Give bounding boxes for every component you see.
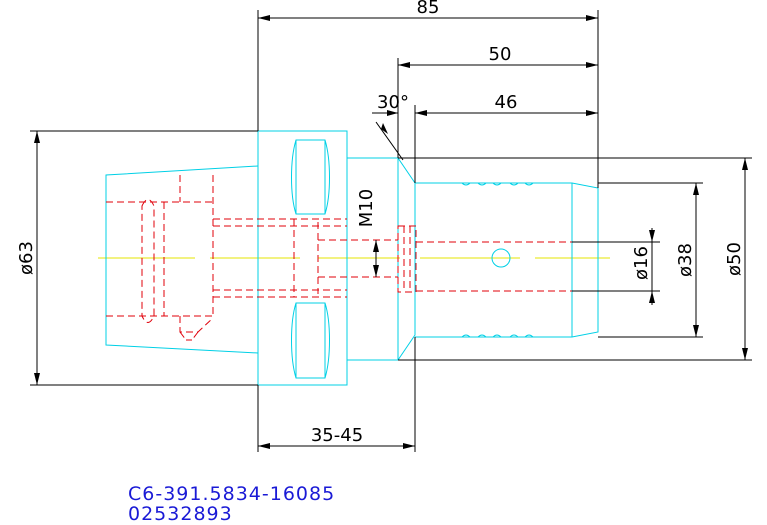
dim-overall-length: 85 <box>417 0 440 18</box>
dim-collar-diameter: ø50 <box>724 242 745 276</box>
hidden-lines <box>106 175 572 341</box>
cross-hole <box>491 248 511 268</box>
dimension-lines <box>30 10 752 452</box>
taper-shank-outline <box>105 165 259 354</box>
part-number: 02532893 <box>128 503 233 525</box>
drive-slot-lower <box>291 302 330 379</box>
collar-outline <box>346 157 416 361</box>
dim-length-46: 46 <box>495 92 518 113</box>
dim-thread: M10 <box>356 189 377 227</box>
dim-adjust-range: 35-45 <box>311 425 363 446</box>
dim-chamfer-angle: 30° <box>377 92 409 113</box>
dim-flange-diameter: ø63 <box>16 241 37 275</box>
front-shank-outline <box>415 182 599 338</box>
drive-slot-upper <box>291 139 330 215</box>
knurl-top <box>461 182 534 186</box>
dim-length-50: 50 <box>489 44 512 65</box>
dim-bore-diameter: ø16 <box>631 246 652 280</box>
dim-shank-diameter: ø38 <box>675 243 696 277</box>
knurl-bottom <box>461 334 534 338</box>
part-code: C6-391.5834-16085 <box>128 483 336 505</box>
dimension-arrows <box>34 15 748 449</box>
